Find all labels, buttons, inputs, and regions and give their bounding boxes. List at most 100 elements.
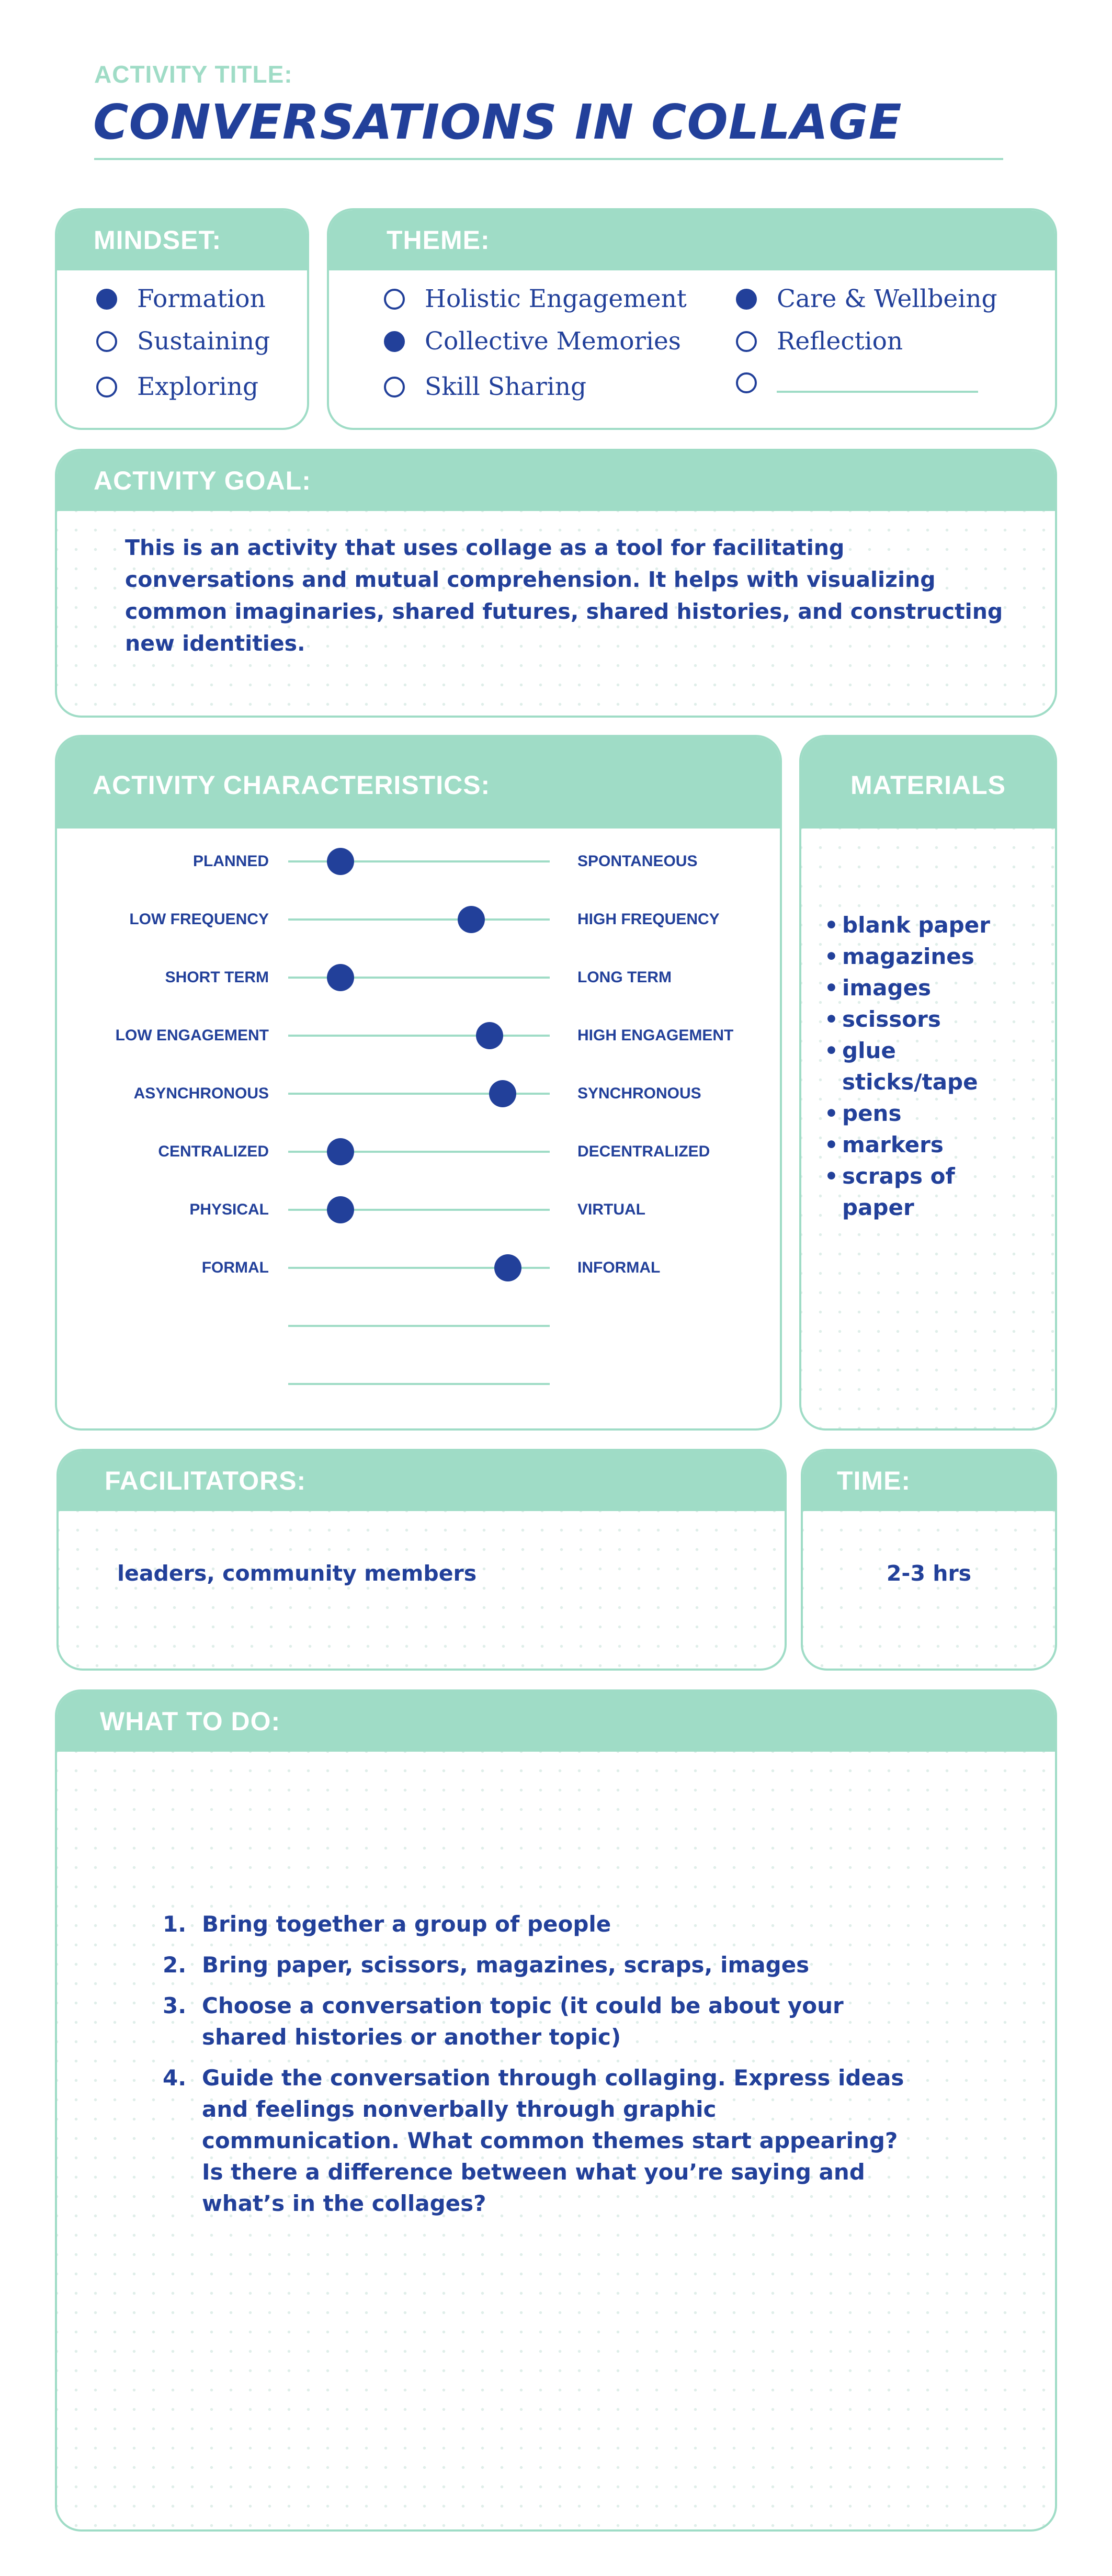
step-item: 4.Guide the conversation through collagi… [163, 2062, 921, 2219]
slider-physical-virtual[interactable]: PHYSICAL VIRTUAL [57, 829, 780, 1428]
radio-unchecked-icon[interactable] [384, 288, 405, 310]
slider-track[interactable] [288, 918, 550, 921]
activity-goal-text: This is an activity that uses collage as… [125, 535, 1003, 656]
title-divider [94, 158, 1003, 160]
slider-formal-informal[interactable]: FORMAL INFORMAL [57, 829, 780, 1428]
slider-track[interactable] [288, 1151, 550, 1153]
slider-track[interactable] [288, 1035, 550, 1037]
theme-option-reflection[interactable]: Reflection [736, 327, 903, 356]
facilitators-body: leaders, community members [59, 1511, 785, 1669]
materials-card: MATERIALS blank papermagazinesimagesscis… [799, 735, 1057, 1431]
mindset-option-label: Formation [137, 285, 266, 313]
slider-knob[interactable] [327, 848, 354, 875]
theme-option-label: Skill Sharing [425, 372, 587, 401]
radio-unchecked-icon[interactable] [96, 331, 117, 352]
mindset-option-sustaining[interactable]: Sustaining [96, 327, 270, 356]
theme-option-blank[interactable] [736, 372, 978, 393]
slider-knob[interactable] [327, 1196, 354, 1223]
time-text: 2-3 hrs [886, 1561, 972, 1586]
slider-track[interactable] [288, 1093, 550, 1095]
slider-short-term-long-term[interactable]: SHORT TERM LONG TERM [57, 829, 780, 1428]
facilitators-text: leaders, community members [117, 1561, 477, 1586]
slider-right-label: SYNCHRONOUS [577, 1085, 701, 1102]
blank-slider-line[interactable] [288, 1383, 550, 1385]
facilitators-card: FACILITATORS: leaders, community members [56, 1449, 787, 1671]
theme-option-label: Holistic Engagement [425, 285, 687, 313]
slider-right-label: LONG TERM [577, 969, 672, 986]
radio-unchecked-icon[interactable] [96, 376, 117, 398]
material-item: images [801, 972, 1021, 1004]
slider-knob[interactable] [494, 1254, 521, 1281]
radio-unchecked-icon[interactable] [736, 372, 757, 393]
radio-checked-icon[interactable] [384, 331, 405, 352]
slider-track[interactable] [288, 860, 550, 863]
slider-left-label: CENTRALIZED [158, 1143, 269, 1160]
slider-left-label: FORMAL [201, 1259, 269, 1276]
activity-goal-card: ACTIVITY GOAL: This is an activity that … [55, 449, 1057, 718]
material-item: magazines [801, 941, 1021, 972]
step-item: 2.Bring paper, scissors, magazines, scra… [163, 1949, 921, 1981]
time-heading: TIME: [803, 1451, 1055, 1511]
slider-knob[interactable] [327, 1138, 354, 1165]
mindset-option-formation[interactable]: Formation [96, 285, 266, 313]
theme-option-skill-sharing[interactable]: Skill Sharing [384, 372, 586, 401]
materials-list: blank papermagazinesimagesscissorsglue s… [801, 910, 1021, 1223]
slider-right-label: DECENTRALIZED [577, 1143, 710, 1160]
step-number: 4. [163, 2065, 187, 2091]
theme-option-care-wellbeing[interactable]: Care & Wellbeing [736, 285, 997, 313]
materials-heading: MATERIALS [801, 737, 1055, 829]
slider-centralized-decentralized[interactable]: CENTRALIZED DECENTRALIZED [57, 829, 780, 1428]
theme-option-label: Collective Memories [425, 327, 681, 356]
theme-heading: THEME: [329, 210, 1055, 270]
step-number: 2. [163, 1952, 187, 1978]
slider-right-label: INFORMAL [577, 1259, 661, 1276]
what-to-do-heading: WHAT TO DO: [57, 1692, 1055, 1752]
blank-slider-line[interactable] [288, 1325, 550, 1327]
slider-left-label: PHYSICAL [189, 1201, 269, 1218]
theme-option-collective-memories[interactable]: Collective Memories [384, 327, 681, 356]
facilitators-heading: FACILITATORS: [59, 1451, 785, 1511]
mindset-option-exploring[interactable]: Exploring [96, 372, 258, 401]
mindset-option-label: Sustaining [137, 327, 270, 356]
slider-right-label: SPONTANEOUS [577, 853, 698, 870]
material-item: scissors [801, 1004, 1021, 1035]
radio-unchecked-icon[interactable] [736, 331, 757, 352]
slider-left-label: SHORT TERM [165, 969, 269, 986]
slider-track[interactable] [288, 1209, 550, 1211]
slider-track[interactable] [288, 1267, 550, 1269]
radio-checked-icon[interactable] [96, 288, 117, 310]
slider-knob[interactable] [327, 964, 354, 991]
radio-unchecked-icon[interactable] [384, 376, 405, 398]
activity-goal-body: This is an activity that uses collage as… [57, 511, 1055, 716]
material-item: pens [801, 1098, 1021, 1129]
slider-left-label: ASYNCHRONOUS [133, 1085, 269, 1102]
theme-other-blank-line[interactable] [777, 391, 978, 393]
material-item: glue sticks/tape [801, 1035, 1021, 1098]
slider-asynchronous-synchronous[interactable]: ASYNCHRONOUS SYNCHRONOUS [57, 829, 780, 1428]
slider-knob[interactable] [476, 1022, 503, 1049]
slider-knob[interactable] [458, 906, 485, 933]
slider-right-label: VIRTUAL [577, 1201, 645, 1218]
slider-knob[interactable] [489, 1080, 516, 1107]
step-text: Choose a conversation topic (it could be… [202, 1993, 844, 2050]
slider-left-label: LOW FREQUENCY [129, 911, 269, 928]
radio-checked-icon[interactable] [736, 288, 757, 310]
time-body: 2-3 hrs [803, 1511, 1055, 1669]
time-card: TIME: 2-3 hrs [801, 1449, 1057, 1671]
activity-goal-heading: ACTIVITY GOAL: [57, 451, 1055, 511]
theme-option-label: Care & Wellbeing [777, 285, 997, 313]
theme-option-holistic-engagement[interactable]: Holistic Engagement [384, 285, 687, 313]
slider-track[interactable] [288, 977, 550, 979]
page-title: CONVERSATIONS IN COLLAGE [93, 94, 902, 150]
materials-body: blank papermagazinesimagesscissorsglue s… [801, 829, 1055, 1428]
